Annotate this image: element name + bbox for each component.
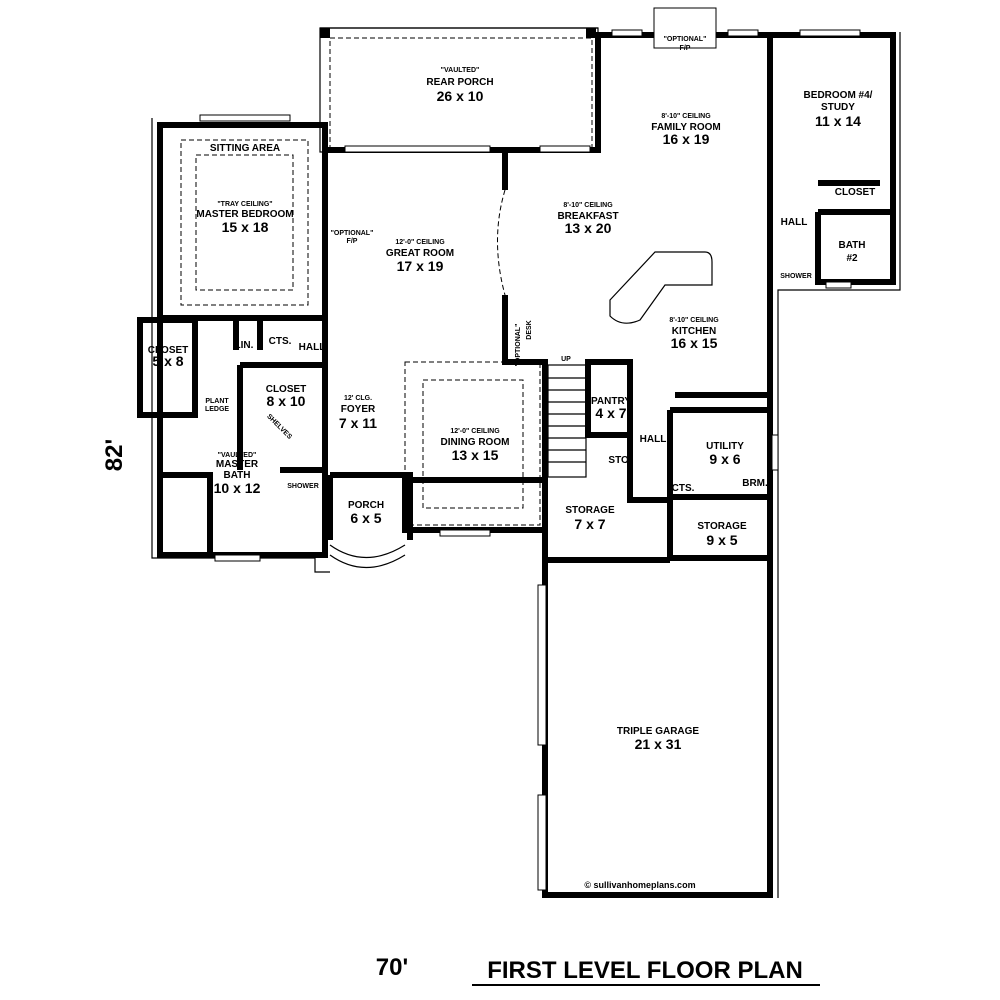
plant-ledge-label: PLANT	[205, 398, 229, 405]
porch-size: 6 x 5	[350, 510, 381, 526]
bath2-label2: #2	[846, 253, 858, 264]
shower-b2-label: SHOWER	[780, 273, 812, 280]
kitchen-size: 16 x 15	[671, 335, 718, 351]
sitting-area-label: SITTING AREA	[210, 143, 280, 154]
bedroom4-label2: STUDY	[821, 102, 855, 113]
dining-note: 12'-0" CEILING	[450, 428, 500, 435]
utility-label: UTILITY	[706, 441, 744, 452]
porch-steps	[329, 544, 406, 569]
width-dimension: 70'	[376, 954, 408, 981]
hall2-label: HALL	[640, 434, 667, 445]
plant-ledge-label2: LEDGE	[205, 406, 229, 413]
dining-label: DINING ROOM	[441, 437, 510, 448]
garage-door[interactable]	[537, 794, 547, 891]
sto-label: STO.	[608, 455, 631, 466]
garage-door[interactable]	[537, 584, 547, 746]
kitchen-island	[609, 251, 713, 324]
rear-porch-size: 26 x 10	[437, 88, 484, 104]
garage-label: TRIPLE GARAGE	[617, 726, 700, 737]
master-bath-size: 10 x 12	[214, 480, 261, 496]
cts2-label: CTS.	[672, 483, 695, 494]
bath2-label: BATH	[838, 240, 865, 251]
kitchen-note: 8'-10" CEILING	[669, 317, 719, 324]
breakfast-arch	[497, 189, 506, 296]
family-room-size: 16 x 19	[663, 131, 710, 147]
fireplace-gr-label: "OPTIONAL"	[331, 230, 374, 237]
porch-label: PORCH	[348, 500, 384, 511]
master-bedroom-size: 15 x 18	[222, 219, 269, 235]
plan-title: FIRST LEVEL FLOOR PLAN	[487, 957, 803, 984]
breakfast-note: 8'-10" CEILING	[563, 202, 613, 209]
bedroom4-label: BEDROOM #4/	[804, 90, 873, 101]
desk-sub: DESK	[526, 320, 533, 339]
depth-dimension: 82'	[101, 439, 128, 471]
great-room-label: GREAT ROOM	[386, 248, 454, 259]
foyer-label: FOYER	[341, 404, 376, 415]
master-bedroom-note: "TRAY CEILING"	[217, 201, 272, 208]
exterior-outline	[151, 27, 901, 898]
storage95-size: 9 x 5	[706, 532, 737, 548]
lin-label: LIN.	[235, 340, 254, 351]
garage-size: 21 x 31	[635, 736, 682, 752]
fireplace-top-label: "OPTIONAL"	[664, 36, 707, 43]
great-room-note: 12'-0" CEILING	[395, 239, 445, 246]
cts1-label: CTS.	[269, 336, 292, 347]
shelves-label: SHELVES	[265, 413, 293, 441]
closet810-label: CLOSET	[266, 384, 307, 395]
master-bath-note: "VAULTED"	[218, 452, 257, 459]
dining-size: 13 x 15	[452, 447, 499, 463]
desk-label: "OPTIONAL"	[515, 324, 522, 367]
family-room-label: FAMILY ROOM	[651, 122, 720, 133]
rear-porch-label: REAR PORCH	[426, 77, 493, 88]
windows	[199, 29, 861, 562]
breakfast-size: 13 x 20	[565, 220, 612, 236]
closet58-label: CLOSET	[148, 345, 189, 356]
closet58-size: 5 x 8	[152, 353, 183, 369]
dining-ceiling	[404, 361, 541, 526]
brm-label: BRM.	[742, 478, 768, 489]
storage77-size: 7 x 7	[574, 516, 605, 532]
dining-tray	[422, 379, 524, 509]
stairs-up-label: UP	[561, 356, 571, 363]
fireplace-top-sub: F/P	[680, 45, 691, 52]
foyer-note: 12' CLG.	[344, 395, 372, 402]
family-room-note: 8'-10" CEILING	[661, 113, 711, 120]
bedroom4-size: 11 x 14	[815, 113, 861, 129]
fireplace-top	[653, 7, 717, 49]
great-room-size: 17 x 19	[397, 258, 444, 274]
foyer-size: 7 x 11	[339, 415, 377, 431]
master-bath-label2: BATH	[223, 470, 250, 481]
fireplace-gr-sub: F/P	[347, 238, 358, 245]
shower-mb-label: SHOWER	[287, 483, 319, 490]
closet810-size: 8 x 10	[267, 393, 306, 409]
closet-b4-label: CLOSET	[835, 187, 876, 198]
copyright: © sullivanhomeplans.com	[584, 880, 695, 890]
breakfast-label: BREAKFAST	[557, 211, 618, 222]
storage77-label: STORAGE	[565, 505, 615, 516]
hall-b4-label: HALL	[781, 217, 808, 228]
tray-ceiling-outer	[180, 139, 309, 306]
rear-porch-note: "VAULTED"	[441, 67, 480, 74]
staircase[interactable]	[547, 364, 587, 478]
kitchen-label: KITCHEN	[672, 326, 716, 337]
utility-size: 9 x 6	[709, 451, 740, 467]
pantry-size: 4 x 7	[595, 405, 626, 421]
master-bedroom-label: MASTER BEDROOM	[196, 209, 293, 220]
hall1-label: HALL	[299, 342, 326, 353]
tray-ceiling-inner	[195, 154, 294, 291]
master-bath-label: MASTER	[216, 459, 259, 470]
storage95-label: STORAGE	[697, 521, 747, 532]
pantry-label: PANTRY	[591, 396, 631, 407]
